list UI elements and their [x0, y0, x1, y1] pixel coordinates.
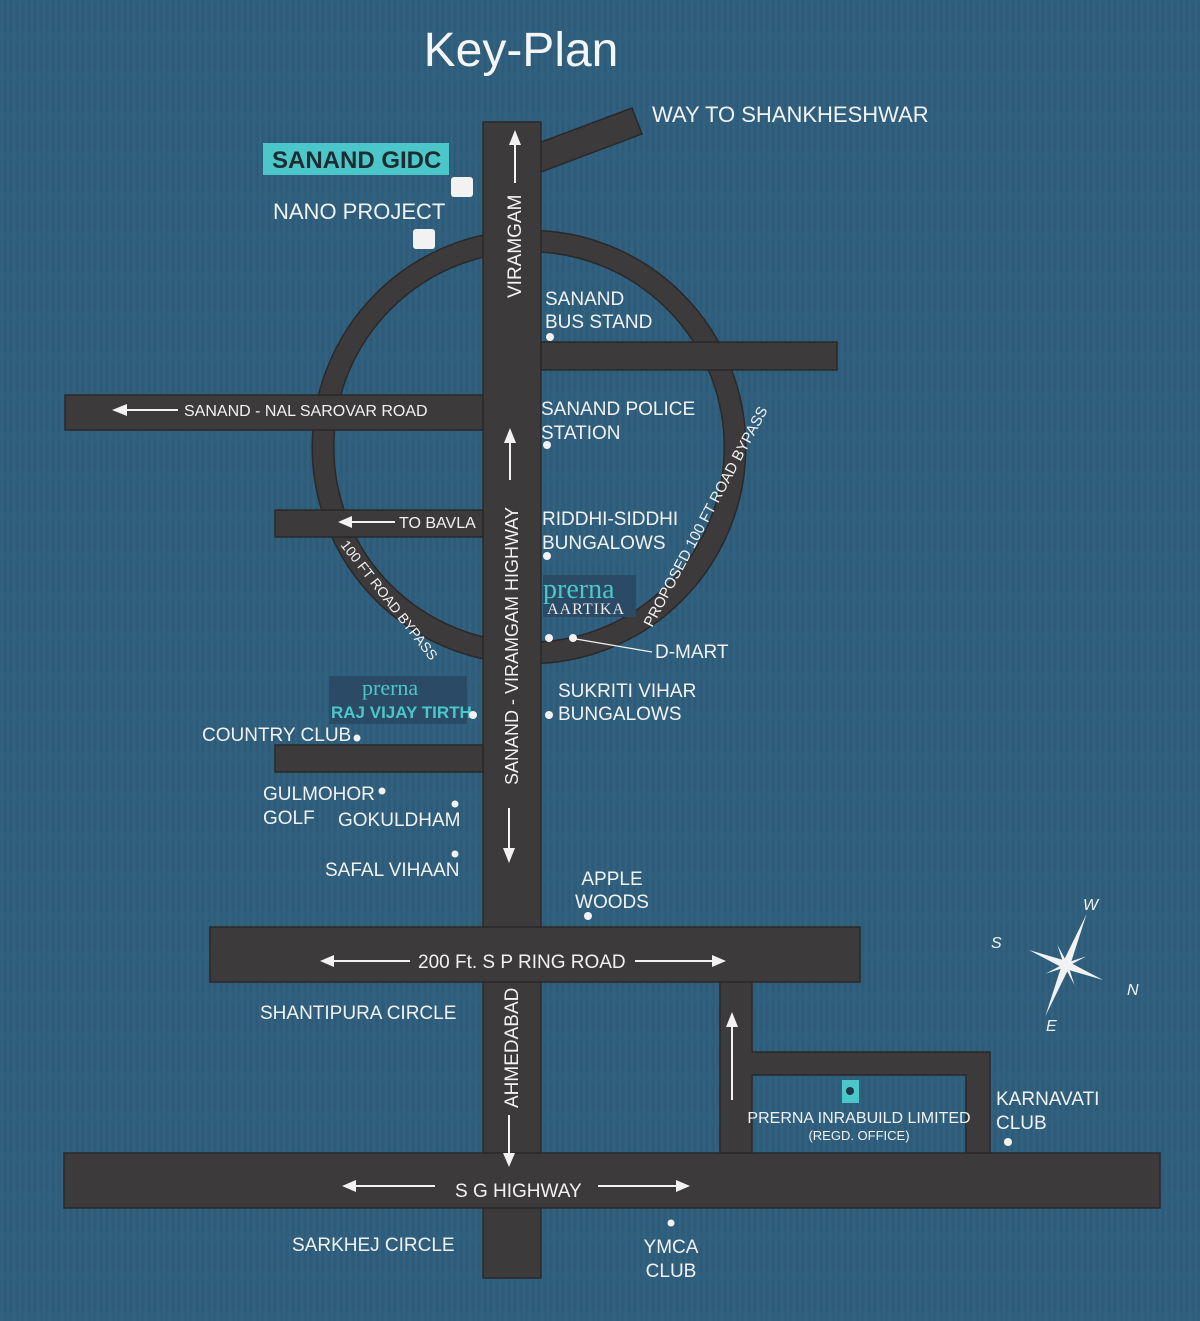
label-ahmedabad: AHMEDABAD — [502, 988, 523, 1108]
aartika-brand: prerna — [543, 574, 615, 605]
aartika-marker — [545, 634, 553, 642]
bus-stand-road — [540, 341, 838, 371]
gidc-marker — [451, 177, 473, 197]
label-riddhi-2: BUNGALOWS — [542, 533, 666, 554]
label-nal-sarovar-road: SANAND - NAL SAROVAR ROAD — [184, 403, 428, 420]
nal-sarovar-road — [64, 394, 484, 431]
label-safal: SAFAL VIHAAN — [325, 860, 459, 881]
label-sanand-gidc: SANAND GIDC — [272, 147, 441, 174]
label-gulmohor-2: GOLF — [263, 808, 315, 829]
label-sarkhej: SARKHEJ CIRCLE — [292, 1235, 455, 1256]
compass-e: E — [1046, 1018, 1057, 1035]
police-marker — [543, 441, 551, 449]
sanand-viramgam-highway — [482, 121, 542, 1279]
country-club-road — [274, 744, 484, 773]
direction-arrows — [112, 130, 738, 1192]
compass-rose-icon: W S N E — [991, 897, 1139, 1035]
label-bus-stand-1: SANAND — [545, 289, 624, 310]
ymca-marker — [667, 1219, 675, 1227]
label-shantipura: SHANTIPURA CIRCLE — [260, 1003, 456, 1024]
sp-ring-road — [209, 926, 861, 983]
label-nano-project: NANO PROJECT — [273, 199, 445, 224]
label-police-1: SANAND POLICE — [541, 399, 695, 420]
sanand-gidc-badge — [263, 143, 449, 175]
karnavati-marker — [1004, 1138, 1012, 1146]
sukriti-marker — [545, 711, 553, 719]
safal-marker — [451, 850, 459, 858]
office-access-road — [719, 981, 991, 1154]
label-way-to-shankheshwar: WAY TO SHANKHESHWAR — [652, 102, 929, 127]
bus-stand-marker — [546, 333, 554, 341]
nano-marker — [413, 229, 435, 249]
aartika-name: AARTIKA — [547, 601, 625, 618]
map-title: Key-Plan — [424, 24, 619, 77]
riddhi-marker — [543, 552, 551, 560]
prerna-aartika-logo: prerna AARTIKA — [543, 574, 636, 618]
dmart-marker — [569, 634, 577, 642]
rajvijay-brand: prerna — [362, 675, 418, 700]
label-country-club: COUNTRY CLUB — [202, 725, 351, 746]
gulmohor-marker — [378, 787, 386, 795]
label-sanand-viramgam-highway: SANAND - VIRAMGAM HIGHWAY — [502, 507, 522, 785]
compass-n: N — [1127, 982, 1139, 999]
to-bavla-road — [274, 509, 484, 538]
label-viramgam: VIRAMGAM — [505, 195, 526, 298]
apple-woods-marker — [584, 912, 592, 920]
label-to-bavla: TO BAVLA — [399, 515, 476, 532]
label-karnavati-2: CLUB — [996, 1113, 1047, 1134]
label-police-2: STATION — [541, 423, 621, 444]
sg-highway — [63, 1152, 1161, 1209]
label-apple-2: WOODS — [575, 892, 649, 913]
label-office-1: PRERNA INRABUILD LIMITED — [747, 1110, 970, 1127]
label-sp-ring-road: 200 Ft. S P RING ROAD — [418, 952, 626, 973]
label-office-2: (REGD. OFFICE) — [808, 1128, 909, 1143]
label-karnavati-1: KARNAVATI — [996, 1089, 1099, 1110]
label-apple-1: APPLE — [581, 869, 642, 890]
label-gokuldham: GOKULDHAM — [338, 810, 460, 831]
gokuldham-marker — [451, 800, 459, 808]
label-gulmohor-1: GULMOHOR — [263, 784, 375, 805]
label-sg-highway: S G HIGHWAY — [455, 1181, 582, 1202]
compass-w: W — [1083, 897, 1100, 914]
label-ymca-1: YMCA — [644, 1237, 699, 1258]
compass-s: S — [991, 935, 1002, 952]
label-ymca-2: CLUB — [646, 1261, 697, 1282]
country-club-marker — [353, 734, 361, 742]
label-riddhi-1: RIDDHI-SIDDHI — [542, 509, 678, 530]
roads — [63, 107, 1161, 1279]
label-dmart: D-MART — [655, 642, 729, 663]
label-sukriti-2: BUNGALOWS — [558, 704, 682, 725]
prerna-raj-vijay-tirth-logo: prerna RAJ VIJAY TIRTH — [329, 675, 472, 724]
rajvijay-marker — [469, 711, 477, 719]
label-sukriti-1: SUKRITI VIHAR — [558, 681, 696, 702]
label-bus-stand-2: BUS STAND — [545, 312, 652, 333]
rajvijay-name: RAJ VIJAY TIRTH — [331, 703, 472, 722]
